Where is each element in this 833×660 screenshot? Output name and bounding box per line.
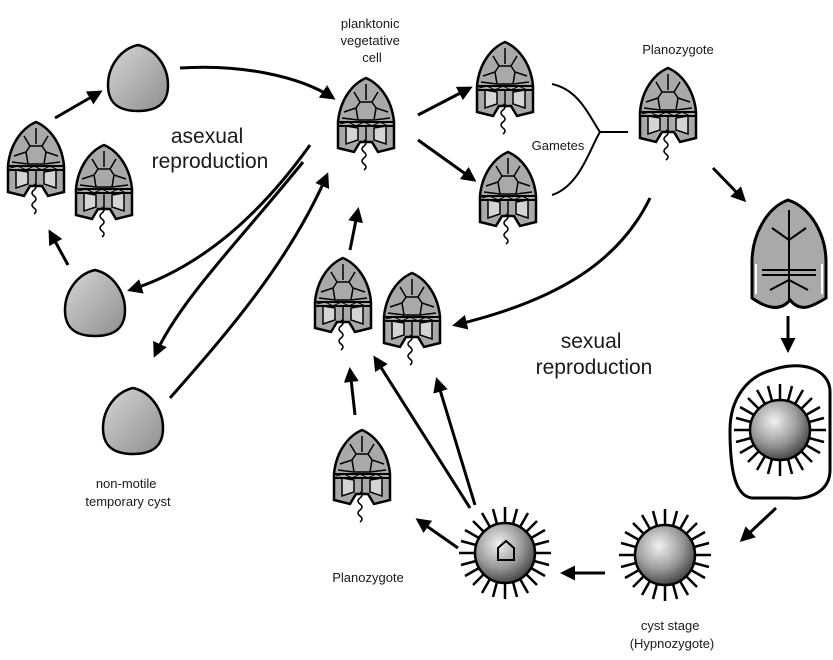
planozygote-lower: [334, 430, 390, 522]
gametes-label: Gametes: [532, 138, 585, 153]
planozygote-label-top: Planozygote: [642, 42, 714, 57]
temporary-cyst-left: [65, 270, 125, 336]
asexual-reproduction-label: asexual reproduction: [152, 125, 269, 173]
cyst-stage-hypnozygote: [619, 509, 711, 601]
germinating-cyst: [459, 507, 551, 599]
cyst-stage-label: cyst stage (Hypnozygote): [630, 618, 715, 651]
gamete-upper: [477, 42, 533, 134]
sexual-reproduction-label: sexual reproduction: [536, 330, 653, 379]
temporary-cyst-top: [108, 45, 168, 111]
planozygote-upper: [640, 68, 696, 160]
zygote-encysting: [752, 200, 826, 307]
planktonic-vegetative-cell-label: planktonic vegetative cell: [341, 16, 404, 65]
temporary-cyst-label: non-motile temporary cyst: [85, 476, 171, 509]
germinated-cells: [315, 258, 440, 365]
planktonic-vegetative-cell: [338, 78, 394, 170]
asexual-division-cells: [8, 122, 132, 237]
cyst-with-wall: [730, 366, 830, 498]
gamete-lower: [480, 152, 536, 244]
planozygote-label-bottom: Planozygote: [332, 570, 404, 585]
non-motile-temporary-cyst: [103, 388, 163, 454]
